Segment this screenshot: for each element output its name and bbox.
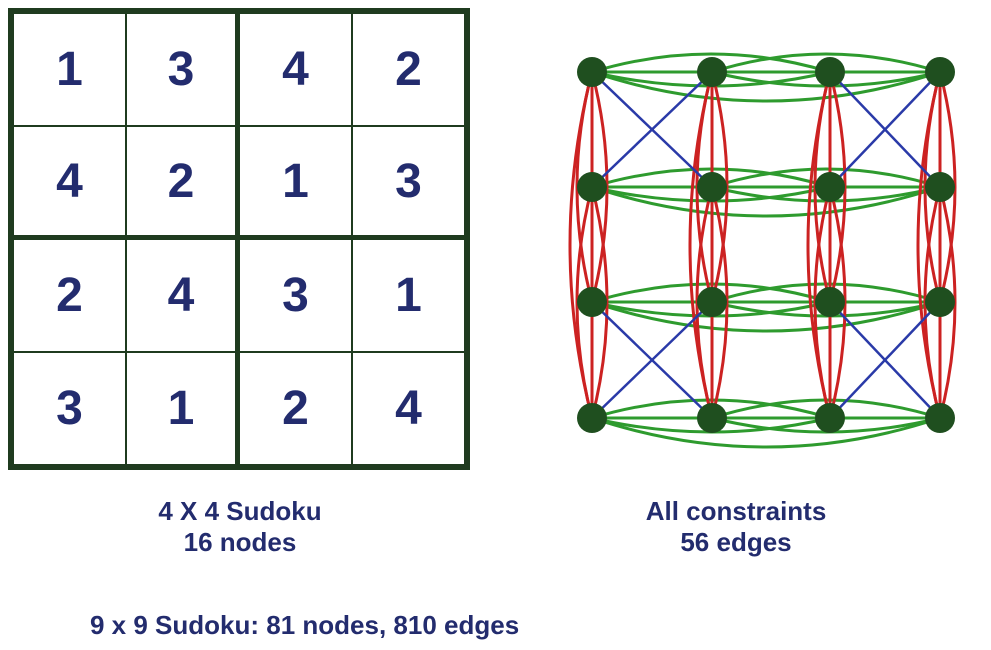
graph-node-r4c2 [697, 403, 727, 433]
row-edge [591, 52, 831, 74]
sudoku-cell-r2c2: 2 [126, 126, 239, 239]
sudoku-cell-r1c1: 1 [13, 13, 126, 126]
graph-node-r3c3 [815, 287, 845, 317]
graph-node-r1c3 [815, 57, 845, 87]
row-edge [711, 52, 941, 74]
sudoku-cell-r1c4: 2 [352, 13, 465, 126]
sudoku-cell-r3c2: 4 [126, 239, 239, 352]
column-edges [568, 71, 957, 419]
footer-note: 9 x 9 Sudoku: 81 nodes, 810 edges [90, 610, 520, 640]
column-edge [590, 186, 609, 419]
graph-node-r3c4 [925, 287, 955, 317]
box-edges [591, 71, 941, 419]
graph-node-r4c4 [925, 403, 955, 433]
row-edges [591, 52, 941, 449]
row-edge [591, 300, 941, 333]
graph-node-r1c4 [925, 57, 955, 87]
sudoku-cell-r3c4: 1 [352, 239, 465, 352]
column-edge [806, 71, 832, 419]
graph-caption-edges: 56 edges [680, 527, 792, 557]
sudoku-cell-r3c3: 3 [239, 239, 352, 352]
sudoku-cell-r2c4: 3 [352, 126, 465, 239]
box-edge [591, 301, 713, 419]
graph-node-r4c1 [577, 403, 607, 433]
graph-caption: All constraints 56 edges [586, 496, 886, 558]
grid-caption-title: 4 X 4 Sudoku [158, 496, 322, 526]
sudoku-cell-r4c1: 3 [13, 352, 126, 465]
sudoku-cell-r1c2: 3 [126, 13, 239, 126]
row-edge [711, 167, 941, 189]
graph-node-r3c2 [697, 287, 727, 317]
graph-node-r4c3 [815, 403, 845, 433]
graph-nodes [577, 57, 955, 433]
row-edge [591, 70, 941, 103]
column-edge [710, 186, 729, 419]
column-edge [938, 186, 957, 419]
graph-node-r2c1 [577, 172, 607, 202]
box-edge [591, 71, 713, 188]
graph-caption-title: All constraints [645, 496, 827, 526]
sudoku-cell-r2c3: 1 [239, 126, 352, 239]
column-edge [828, 186, 847, 419]
graph-node-r2c3 [815, 172, 845, 202]
sudoku-cell-r1c3: 4 [239, 13, 352, 126]
sudoku-cell-r4c3: 2 [239, 352, 352, 465]
graph-node-r1c1 [577, 57, 607, 87]
column-edge [688, 71, 714, 419]
grid-caption: 4 X 4 Sudoku 16 nodes [100, 496, 380, 558]
sudoku-cell-r4c4: 4 [352, 352, 465, 465]
graph-node-r2c2 [697, 172, 727, 202]
graph-node-r1c2 [697, 57, 727, 87]
column-edge [916, 71, 942, 419]
row-edge [591, 416, 941, 449]
sudoku-cell-r2c1: 4 [13, 126, 126, 239]
sudoku-cell-r3c1: 2 [13, 239, 126, 352]
graph-node-r2c4 [925, 172, 955, 202]
box-edge [829, 71, 941, 188]
row-edge [591, 185, 941, 218]
sudoku-cell-r4c2: 1 [126, 352, 239, 465]
box-edge [829, 301, 941, 419]
graph-node-r3c1 [577, 287, 607, 317]
column-edge [568, 71, 594, 419]
constraint-graph [568, 52, 957, 449]
grid-caption-nodes: 16 nodes [183, 527, 297, 557]
